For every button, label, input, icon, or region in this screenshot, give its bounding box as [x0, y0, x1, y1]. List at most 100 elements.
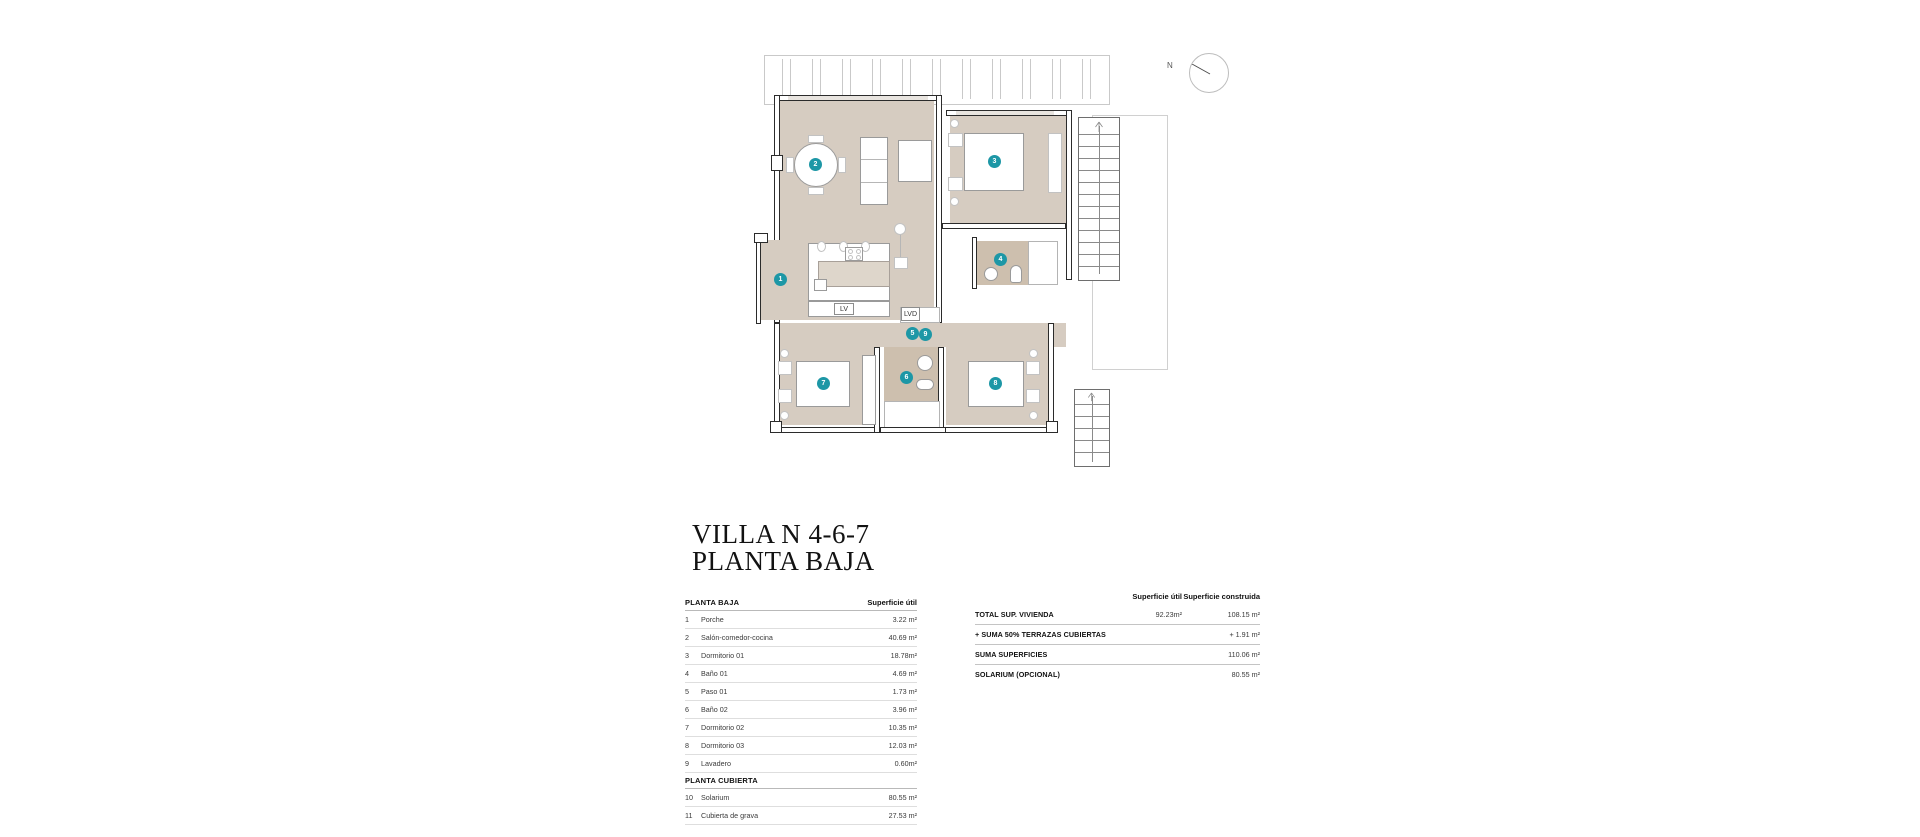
row-value: 3.22 m² — [892, 615, 917, 624]
bath02-toilet — [916, 379, 934, 390]
room-marker-8: 8 — [989, 377, 1002, 390]
title-line-1: VILLA N 4-6-7 — [692, 519, 870, 549]
row-value: 10.35 m² — [888, 723, 917, 732]
row-name: Salón-comedor-cocina — [701, 633, 773, 642]
sofa — [860, 137, 888, 205]
row-name: Paso 01 — [701, 687, 728, 696]
compass-needle-icon — [1191, 64, 1211, 75]
wall-bedroom02-bottom — [774, 427, 880, 433]
bath01-sink — [984, 267, 998, 281]
lamp-icon — [780, 411, 789, 420]
row-value-construida: 110.06 m² — [1228, 650, 1260, 659]
summary-header-spacer — [975, 592, 1110, 601]
row-value: 12.03 m² — [888, 741, 917, 750]
kitchen-island — [818, 261, 890, 287]
title-line-2: PLANTA BAJA — [692, 546, 875, 576]
row-value-construida: 108.15 m² — [1227, 610, 1260, 619]
row-value: 1.73 m² — [892, 687, 917, 696]
dining-chair — [838, 157, 846, 173]
row-index: 5 — [685, 687, 689, 696]
table-left-section-header-1: PLANTA BAJA Superficie útil — [685, 595, 917, 611]
row-name: Dormitorio 03 — [701, 741, 745, 750]
wall-bedroom03-right — [1048, 323, 1054, 433]
table-row: 1 Porche 3.22 m² — [685, 611, 917, 629]
table-row: 5 Paso 01 1.73 m² — [685, 683, 917, 701]
nightstand — [1026, 389, 1040, 403]
row-index: 8 — [685, 741, 689, 750]
window-living-left — [771, 155, 783, 171]
row-index: 7 — [685, 723, 689, 732]
row-value-construida: 80.55 m² — [1231, 670, 1260, 679]
room-marker-3: 3 — [988, 155, 1001, 168]
table-row: 10 Solarium 80.55 m² — [685, 789, 917, 807]
table-left-body-1: 1 Porche 3.22 m² 2 Salón-comedor-cocina … — [685, 611, 917, 773]
row-name: Lavadero — [701, 759, 731, 768]
row-name: Dormitorio 01 — [701, 651, 745, 660]
wall-living-right — [936, 95, 942, 323]
dishwasher-label: LV — [834, 303, 854, 315]
partition-line — [900, 227, 901, 257]
lamp-icon — [1029, 411, 1038, 420]
row-name: Cubierta de grava — [701, 811, 759, 820]
wall-porch-left — [756, 240, 761, 324]
row-name: + SUMA 50% TERRAZAS CUBIERTAS — [975, 630, 1106, 639]
sofa-cushion-line — [861, 159, 887, 160]
wall-corridor-01 — [942, 223, 1066, 229]
nightstand — [778, 389, 792, 403]
table-left-section-header-2: PLANTA CUBIERTA — [685, 773, 917, 789]
nightstand — [1026, 361, 1040, 375]
bath01-toilet — [1010, 265, 1022, 283]
bath01-shower — [1028, 241, 1058, 285]
table-row: 3 Dormitorio 01 18.78m² — [685, 647, 917, 665]
table-row: 7 Dormitorio 02 10.35 m² — [685, 719, 917, 737]
sliding-door-bedroom01 — [956, 111, 1054, 115]
section-title-planta-cubierta: PLANTA CUBIERTA — [685, 776, 758, 785]
table-row: 11 Cubierta de grava 27.53 m² — [685, 807, 917, 825]
sliding-door-living — [788, 96, 928, 100]
kitchen-sink — [814, 279, 827, 291]
row-index: 6 — [685, 705, 689, 714]
row-value: 4.69 m² — [892, 669, 917, 678]
row-value-construida: + 1.91 m² — [1229, 630, 1260, 639]
wardrobe-bedroom01 — [1048, 133, 1062, 193]
summary-row: + SUMA 50% TERRAZAS CUBIERTAS + 1.91 m² — [975, 625, 1260, 645]
wall-bath01-left — [972, 237, 977, 289]
compass-ring — [1189, 53, 1229, 93]
ceiling-light-icon — [894, 223, 906, 235]
row-name: Baño 01 — [701, 669, 728, 678]
room-marker-6: 6 — [900, 371, 913, 384]
burner — [856, 255, 861, 260]
coffee-table — [898, 140, 932, 182]
window-bedroom02 — [770, 421, 782, 433]
ceiling-fixture — [894, 257, 908, 269]
table-row: 2 Salón-comedor-cocina 40.69 m² — [685, 629, 917, 647]
burner — [848, 255, 853, 260]
table-row: 4 Baño 01 4.69 m² — [685, 665, 917, 683]
room-marker-5: 5 — [906, 327, 919, 340]
burner — [848, 249, 853, 254]
nightstand — [948, 177, 963, 191]
row-name: SUMA SUPERFICIES — [975, 650, 1048, 659]
row-index: 4 — [685, 669, 689, 678]
row-name: TOTAL SUP. VIVIENDA — [975, 610, 1054, 619]
column-header-superficie-util: Superficie útil — [1132, 592, 1182, 601]
table-row: 6 Baño 02 3.96 m² — [685, 701, 917, 719]
row-index: 3 — [685, 651, 689, 660]
table-left-body-2: 10 Solarium 80.55 m² 11 Cubierta de grav… — [685, 789, 917, 825]
dining-chair — [786, 157, 794, 173]
pergola-slats — [768, 59, 1104, 99]
bar-stool — [817, 241, 826, 252]
bar-stool — [839, 241, 848, 252]
row-index: 1 — [685, 615, 689, 624]
wall-bedroom01-right — [1066, 110, 1072, 280]
floor-plan: 2 LV 1 3 4 5 — [754, 55, 1210, 535]
column-header-superficie-util: Superficie útil — [867, 598, 917, 607]
row-name: Solarium — [701, 793, 730, 802]
row-value-util: 92.23m² — [1155, 610, 1182, 619]
row-value: 0.60m² — [894, 759, 917, 768]
wall-bottom-outer — [880, 427, 946, 433]
row-index: 10 — [685, 793, 693, 802]
wall-bedroom02-left — [774, 323, 780, 433]
column-header-superficie-construida: Superficie construida — [1183, 592, 1260, 601]
table-row: 8 Dormitorio 03 12.03 m² — [685, 737, 917, 755]
